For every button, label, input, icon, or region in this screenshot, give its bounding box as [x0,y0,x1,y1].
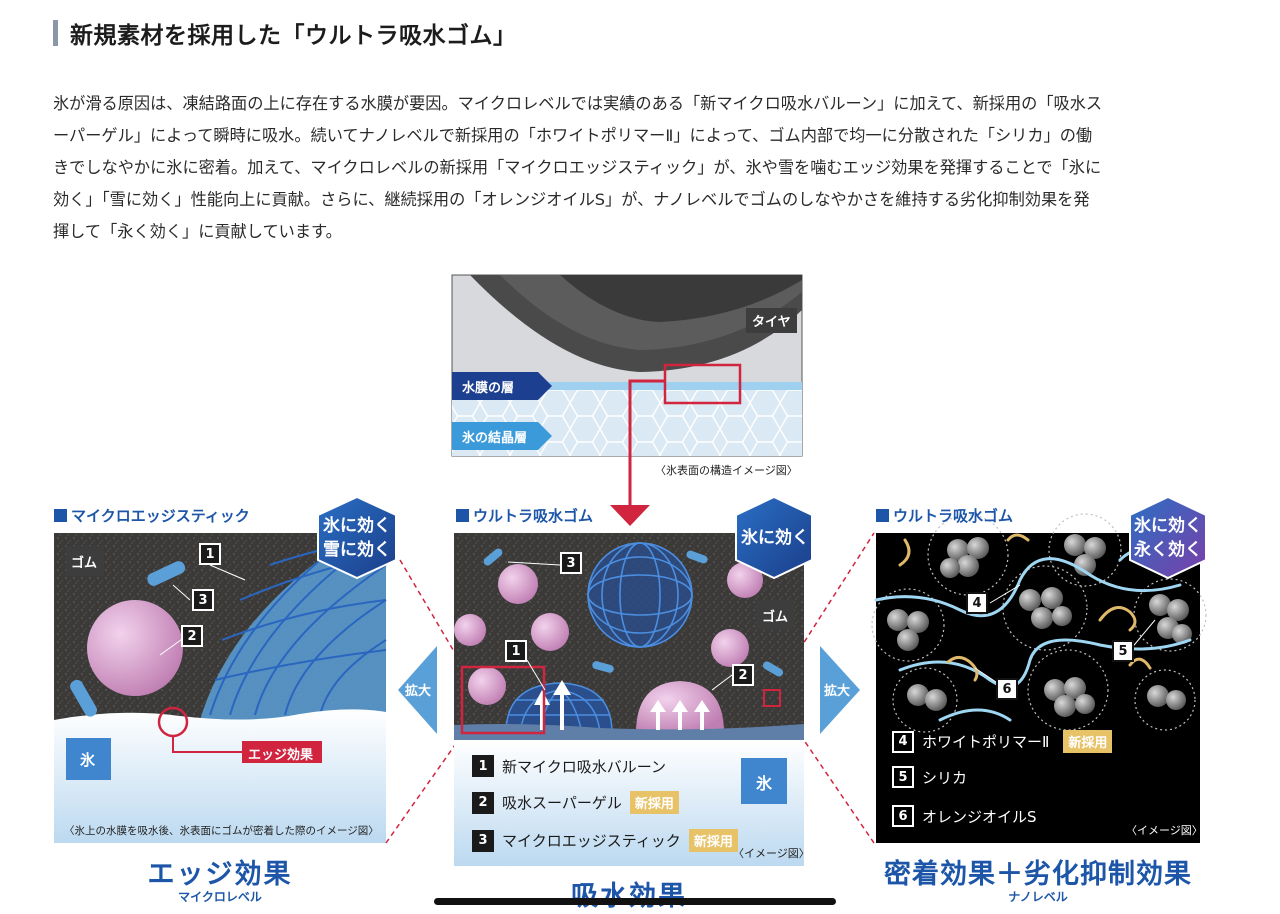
edge-effect-panel [54,495,397,843]
new-adoption-tag: 新採用 [629,791,679,814]
legend-num: 2 [472,791,494,814]
right-section-title: ウルトラ吸水ゴム [876,505,1013,526]
center-ice-label: 氷 [756,774,773,793]
center-section-label: ウルトラ吸水ゴム [473,507,594,525]
left-section-title: マイクロエッジスティック [54,505,250,526]
legend-num: 4 [892,730,914,753]
legend-label: オレンジオイルS [922,807,1037,826]
legend-num: 6 [892,805,914,827]
tire-label: タイヤ [746,308,797,333]
left-ice-label: 氷 [80,751,96,769]
legend-label: 新マイクロ吸水バルーン [502,757,666,776]
hex-line: 氷に効く [323,516,391,536]
zoom-label-right: 拡大 [824,684,851,699]
polymer-strands [874,533,1192,722]
center-legend-item: 1 新マイクロ吸水バルーン [472,755,666,777]
center-legend-item: 3 マイクロエッジスティック 新採用 [472,829,738,852]
paragraph-line: きでしなやかに氷に密着。加えて、マイクロレベルの新採用「マイクロエッジスティック… [53,158,1102,177]
center-num-badge: 3 [560,552,582,574]
square-bullet-icon [876,509,889,522]
left-section-label: マイクロエッジスティック [71,507,250,525]
square-bullet-icon [456,509,469,522]
zoom-label-left: 拡大 [405,684,432,699]
left-panel-subtitle: マイクロレベル [178,890,262,904]
ice-structure-diagram [451,274,803,526]
center-rubber-label: ゴム [762,610,789,625]
center-panel-title: 吸水効果 [571,881,687,912]
paragraph-line: 氷が滑る原因は、凍結路面の上に存在する水膜が要因。マイクロレベルでは実績のある「… [53,94,1103,113]
zoom-arrow-left [398,646,437,734]
absorption-arrows [534,680,710,730]
left-panel-title: エッジ効果 [147,859,293,890]
legend-label: ホワイトポリマーⅡ [922,733,1050,751]
legend-label: マイクロエッジスティック [502,832,681,850]
right-legend-item: 5 シリカ [892,766,967,788]
center-caption: 〈イメージ図〉 [733,847,810,860]
legend-num: 1 [472,755,494,777]
paragraph-line: ーパーゲル」によって瞬時に吸水。続いてナノレベルで新採用の「ホワイトポリマーⅡ」… [53,126,1093,145]
legend-label: 吸水スーパーゲル [502,794,622,812]
right-legend-item: 6 オレンジオイルS [892,805,1037,827]
square-bullet-icon [54,509,67,522]
center-section-title: ウルトラ吸水ゴム [456,505,593,526]
left-num-badge: 3 [192,589,214,611]
left-rubber-label: ゴム [71,556,98,571]
new-adoption-tag: 新採用 [688,829,738,852]
adhesion-panel [871,495,1207,843]
hex-line: 雪に効く [323,540,391,560]
center-legend-item: 2 吸水スーパーゲル 新採用 [472,791,679,814]
absorption-panel [454,495,813,866]
right-caption: 〈イメージ図〉 [1126,824,1203,837]
right-panel-subtitle: ナノレベル [1008,890,1068,904]
right-panel-title: 密着効果＋劣化抑制効果 [884,859,1192,890]
section-heading: 新規素材を採用した「ウルトラ吸水ゴム」 [53,18,517,49]
home-indicator[interactable] [434,898,836,905]
paragraph-line: 効く」「雪に効く」性能向上に貢献。さらに、継続採用の「オレンジオイルS」が、ナノ… [53,190,1090,209]
right-section-label: ウルトラ吸水ゴム [893,507,1014,525]
left-num-badge: 2 [181,625,203,647]
legend-label: シリカ [922,768,968,787]
right-hex-badge: 氷に効く 永く効く [1131,514,1205,562]
water-layer-label: 水膜の層 [462,381,515,396]
left-num-badge: 1 [199,543,221,565]
heading-accent-bar [53,20,58,46]
hex-line: 永く効く [1134,540,1202,560]
zoom-arrow-right [820,646,860,734]
left-hex-badge: 氷に効く 雪に効く [320,514,394,562]
right-num-badge: 4 [966,592,988,614]
left-caption: 〈氷上の水膜を吸水後、氷表面にゴムが密着した際のイメージ図〉 [64,825,379,837]
ice-layer-label: 氷の結晶層 [462,431,528,446]
new-adoption-tag: 新採用 [1063,730,1113,753]
legend-num: 3 [472,829,494,852]
center-hex-badge: 氷に効く [741,528,809,548]
center-num-badge: 2 [732,664,754,686]
edge-effect-label: エッジ効果 [248,748,314,763]
hex-line: 氷に効く [1134,516,1202,536]
legend-num: 5 [892,766,914,788]
heading-text: 新規素材を採用した「ウルトラ吸水ゴム」 [70,23,517,49]
ice-structure-caption: 〈氷表面の構造イメージ図〉 [655,464,798,477]
right-num-badge: 6 [996,678,1018,700]
right-legend-item: 4 ホワイトポリマーⅡ 新採用 [892,730,1113,753]
paragraph-line: 揮して「永く効く」に貢献しています。 [53,222,342,241]
description-paragraph: 氷が滑る原因は、凍結路面の上に存在する水膜が要因。マイクロレベルでは実績のある「… [53,88,1213,248]
right-num-badge: 5 [1112,640,1134,662]
center-num-badge: 1 [505,640,527,662]
